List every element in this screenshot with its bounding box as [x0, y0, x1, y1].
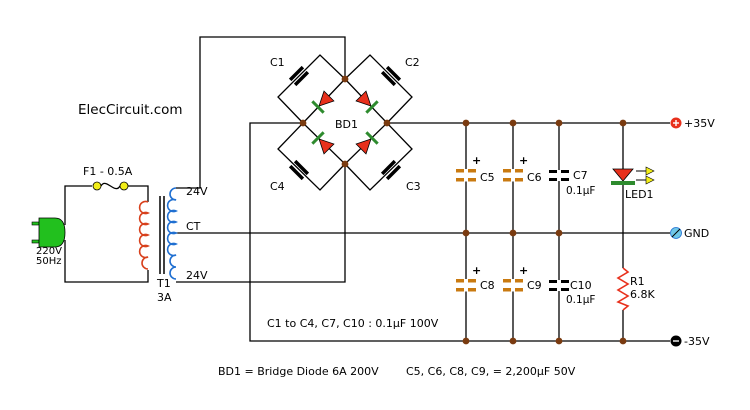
- c6-label: C6: [527, 171, 542, 184]
- bridge-label: BD1: [335, 118, 358, 131]
- capacitor-c6-gap: [511, 169, 515, 182]
- tap-top-label: 24V: [186, 185, 208, 198]
- c2-label: C2: [405, 56, 420, 69]
- positive-rail-label: +35V: [684, 117, 715, 130]
- bridge-diode-4-icon: [311, 131, 335, 155]
- bridge-diode-3-icon: [355, 131, 379, 155]
- capacitor-c10-gap: [557, 280, 561, 291]
- c10-label: C10: [570, 279, 592, 292]
- transformer-name-label: T1: [156, 277, 171, 290]
- capacitor-c8-gap: [464, 279, 468, 292]
- capacitor-c1-icon: [288, 65, 310, 87]
- fuse-icon: [92, 181, 129, 191]
- c5-label: C5: [480, 171, 495, 184]
- capacitor-c9-gap: [511, 279, 515, 292]
- led-icon: [611, 166, 655, 185]
- c4-label: C4: [270, 180, 285, 193]
- resistor-r1-icon: [616, 267, 630, 311]
- site-label: ElecCircuit.com: [78, 102, 183, 118]
- capacitor-c5-gap: [464, 169, 468, 182]
- ac-plug-icon: [31, 217, 66, 248]
- bridge-diode-1-icon: [311, 90, 335, 114]
- note-small-caps: C1 to C4, C7, C10 : 0.1µF 100V: [267, 317, 439, 330]
- capacitor-c3-icon: [380, 159, 402, 181]
- c1-label: C1: [270, 56, 285, 69]
- negative-rail-label: -35V: [684, 335, 710, 348]
- transformer-icon: [138, 187, 179, 280]
- bridge-diode-2-icon: [355, 90, 379, 114]
- tap-bottom-label: 24V: [186, 269, 208, 282]
- negative-terminal-icon: [670, 335, 682, 347]
- c5-plus: +: [472, 154, 481, 167]
- c9-plus: +: [519, 264, 528, 277]
- c3-label: C3: [406, 180, 421, 193]
- note-big-caps: C5, C6, C8, C9, = 2,200µF 50V: [406, 365, 576, 378]
- r1-label: R1: [630, 275, 645, 288]
- plug-frequency-label: 50Hz: [36, 256, 62, 267]
- ground-rail-label: GND: [684, 227, 709, 240]
- positive-terminal-icon: [670, 117, 682, 129]
- capacitor-c7-gap: [557, 170, 561, 181]
- fuse-label: F1 - 0.5A: [83, 165, 133, 178]
- transformer-current-label: 3A: [157, 291, 172, 304]
- capacitor-c4-icon: [288, 159, 310, 181]
- plug-voltage-label: 220V: [36, 246, 62, 257]
- c7-label: C7: [573, 169, 588, 182]
- c9-label: C9: [527, 279, 542, 292]
- tap-center-label: CT: [186, 220, 201, 233]
- c8-label: C8: [480, 279, 495, 292]
- c7-value-label: 0.1µF: [566, 185, 595, 197]
- capacitor-c2-icon: [380, 65, 402, 87]
- c8-plus: +: [472, 264, 481, 277]
- junction-nodes: [299, 75, 627, 345]
- note-bridge-spec: BD1 = Bridge Diode 6A 200V: [218, 365, 379, 378]
- c6-plus: +: [519, 154, 528, 167]
- r1-value-label: 6.8K: [630, 288, 655, 301]
- led-label: LED1: [625, 188, 654, 201]
- c10-value-label: 0.1µF: [566, 294, 595, 306]
- ground-terminal-icon: [670, 227, 682, 239]
